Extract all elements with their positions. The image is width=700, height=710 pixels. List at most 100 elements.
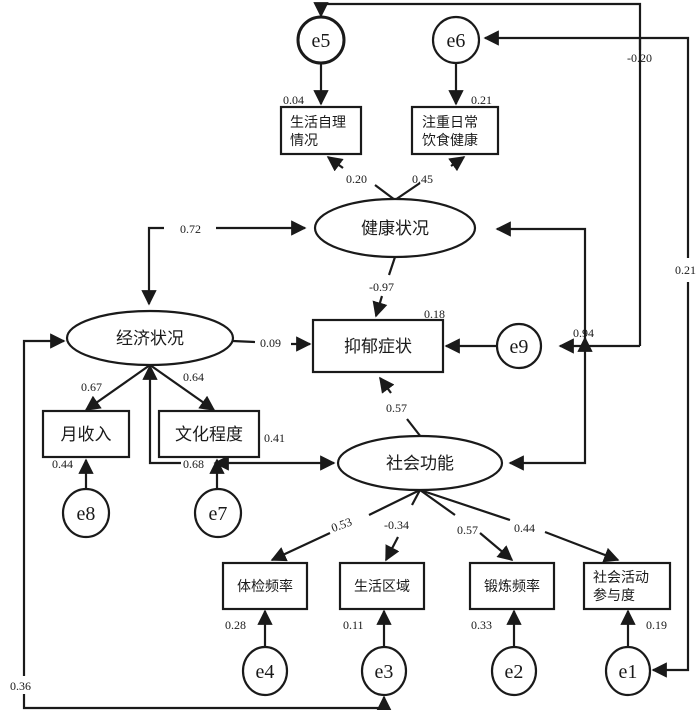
cov-e6-e1: 0.21: [675, 263, 696, 277]
path-health-diet: [448, 156, 466, 172]
observed-label: 文化程度: [175, 425, 243, 445]
error-label: e3: [375, 661, 394, 683]
r2-selfcare: 0.04: [283, 93, 304, 107]
coef-social-region: -0.34: [384, 518, 409, 532]
path-health-diet-seg: [394, 182, 421, 201]
observed-region: 生活区域: [338, 561, 426, 611]
path-social-region: [385, 536, 400, 562]
path-social-depression: [379, 376, 395, 394]
error-terms: e5 e6 e9 e8 e7 e4 e3 e2: [61, 15, 652, 697]
r2-checkup: 0.28: [225, 618, 246, 632]
error-e6: e6: [431, 15, 481, 65]
error-e7: e7: [193, 487, 243, 539]
r2-region: 0.11: [343, 618, 364, 632]
coef-social-checkup: 0.53: [329, 515, 354, 535]
cov-health-social: 0.94: [573, 326, 594, 340]
error-e5: e5: [296, 15, 346, 65]
r2-depression: 0.18: [424, 307, 445, 321]
path-health-depression-seg: [387, 256, 397, 276]
cov-economy-health: 0.72: [180, 222, 201, 236]
coef-economy-depression: 0.09: [260, 336, 281, 350]
r2-activity: 0.19: [646, 618, 667, 632]
observed-label: 饮食健康: [422, 132, 478, 149]
error-label: e6: [447, 30, 466, 52]
path-social-activity-seg: [419, 488, 511, 522]
latent-economy: 经济状况: [65, 309, 235, 367]
cov-economy-social: 0.68: [183, 457, 204, 471]
cov-e5-e9: -0.20: [627, 51, 652, 65]
observed-label: 社会活动: [593, 570, 649, 586]
observed-label: 抑郁症状: [344, 337, 412, 357]
path-social-exercise-seg: [419, 489, 456, 516]
error-label: e7: [209, 503, 228, 525]
observed-label: 月收入: [61, 425, 112, 445]
observed-diet: 注重日常 饮食健康: [410, 105, 500, 156]
connectors: [22, 2, 690, 710]
coef-social-exercise: 0.57: [457, 523, 478, 537]
observed-label: 体检频率: [237, 578, 293, 595]
coefficient-labels: 0.04 0.21 0.18 0.44 0.41 0.28 0.11 0.33 …: [10, 51, 696, 693]
error-e1: e1: [604, 645, 652, 697]
r2-education: 0.41: [264, 431, 285, 445]
cov-economy-e3-bottom: [22, 694, 392, 710]
path-health-depression: [372, 295, 388, 318]
cov-e6-e1-top: [483, 30, 690, 258]
observed-education: 文化程度: [157, 409, 261, 459]
r2-exercise: 0.33: [471, 618, 492, 632]
observed-label: 注重日常: [422, 115, 478, 131]
error-e2: e2: [490, 645, 538, 697]
path-economy-education: [149, 364, 216, 411]
observed-activity: 社会活动 参与度: [582, 561, 672, 611]
coef-economy-income: 0.67: [81, 380, 102, 394]
cov-health-social-bottom: [508, 346, 587, 471]
observed-variables: 生活自理 情况 注重日常 饮食健康 抑郁症状 月收入 文化程度 体检频率 生活区…: [41, 105, 672, 611]
coef-health-selfcare: 0.20: [346, 172, 367, 186]
error-e3: e3: [360, 645, 408, 697]
error-label: e1: [619, 661, 638, 683]
r2-income: 0.44: [52, 457, 73, 471]
path-economy-income: [84, 364, 151, 411]
cov-economy-e3: 0.36: [10, 679, 31, 693]
cov-economy-health-left: [141, 226, 164, 306]
observed-label: 情况: [290, 133, 318, 149]
latent-label: 健康状况: [361, 219, 429, 239]
observed-label: 生活自理: [290, 115, 346, 131]
cov-health-social-top: [495, 221, 587, 346]
path-social-checkup: [270, 532, 331, 562]
path-social-depression-seg: [406, 418, 422, 438]
cov-economy-social-left: [142, 364, 181, 465]
error-label: e9: [510, 336, 529, 358]
path-health-selfcare: [326, 156, 344, 172]
latent-social: 社会功能: [336, 434, 504, 492]
cov-economy-e3-top: [22, 333, 66, 676]
error-e8: e8: [61, 487, 111, 539]
path-social-exercise: [479, 532, 514, 561]
observed-depression: 抑郁症状: [311, 318, 445, 374]
cov-e6-e1-bottom: [651, 282, 690, 678]
observed-label: 锻炼频率: [484, 578, 540, 595]
coef-health-diet: 0.45: [412, 172, 433, 186]
r2-diet: 0.21: [471, 93, 492, 107]
error-label: e5: [312, 30, 331, 52]
error-label: e2: [505, 661, 524, 683]
observed-selfcare: 生活自理 情况: [279, 105, 363, 156]
path-social-activity: [544, 530, 620, 563]
path-social-checkup-seg: [368, 489, 421, 516]
latent-variables: 健康状况 经济状况 社会功能: [65, 197, 504, 492]
cov-e5-e9-to-e5: [313, 2, 642, 50]
error-label: e4: [256, 661, 275, 683]
path-health-selfcare-seg: [374, 184, 396, 201]
coef-economy-education: 0.64: [183, 370, 204, 384]
path-social-region-seg: [411, 489, 421, 506]
latent-label: 经济状况: [116, 329, 184, 349]
latent-label: 社会功能: [386, 454, 454, 474]
coef-social-activity: 0.44: [514, 521, 535, 535]
error-e9: e9: [495, 322, 543, 370]
error-e4: e4: [241, 645, 289, 697]
observed-exercise: 锻炼频率: [468, 561, 556, 611]
error-label: e8: [77, 503, 96, 525]
observed-label: 参与度: [593, 587, 635, 604]
observed-label: 生活区域: [354, 579, 410, 595]
observed-checkup: 体检频率: [221, 561, 309, 611]
